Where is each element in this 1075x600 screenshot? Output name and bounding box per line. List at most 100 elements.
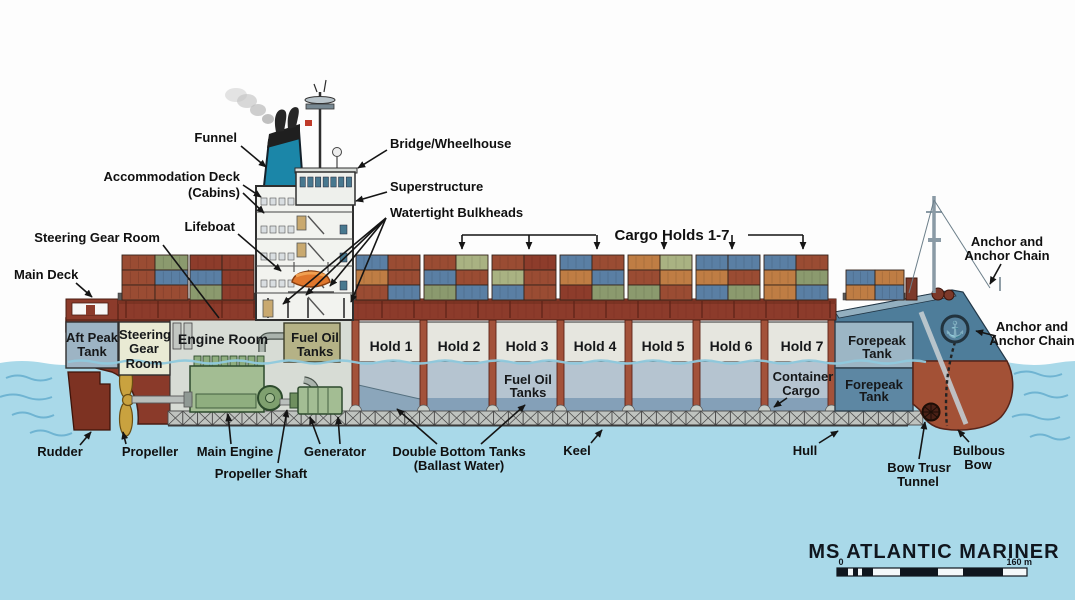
pipe — [259, 333, 288, 352]
bridge-window — [330, 176, 337, 188]
compartment-labels: Aft Peak Tank Steering Gear Room Engine … — [66, 327, 907, 404]
title-block: MS ATLANTIC MARINER 0 160 m — [808, 541, 1059, 577]
keel-brace — [197, 410, 213, 426]
steering-room-label: Steering — [119, 327, 171, 342]
hold-label: Hold 4 — [574, 338, 617, 354]
main-engine-label: Main Engine — [197, 444, 274, 459]
bridge-line — [357, 149, 388, 169]
container — [591, 284, 625, 301]
bulkhead — [760, 319, 769, 412]
keel-brace — [582, 410, 598, 426]
wave-line — [1023, 391, 1069, 399]
keel-brace — [626, 410, 642, 426]
smoke — [250, 104, 266, 116]
keel-brace — [789, 410, 805, 426]
steering-room-label: Gear — [129, 341, 159, 356]
door — [296, 242, 307, 258]
anchor-side-label: Anchor and — [996, 319, 1068, 334]
scale-segment — [853, 568, 858, 576]
keel-brace — [907, 410, 924, 426]
bridge-label: Bridge/Wheelhouse — [390, 136, 511, 151]
double-bottom-line — [396, 408, 438, 445]
anchor-top-line — [989, 263, 1002, 285]
lifeboat-label: Lifeboat — [184, 219, 235, 234]
keel-brace — [641, 410, 657, 426]
bulkhead-line — [305, 217, 387, 296]
deck-container-stacks — [121, 254, 905, 301]
scale-segment — [837, 568, 848, 576]
propeller-label: Propeller — [122, 444, 178, 459]
bow-thruster-label: Tunnel — [897, 474, 939, 489]
watertight-bulkheads-label: Watertight Bulkheads — [390, 205, 523, 220]
hold-label: Hold 7 — [781, 338, 824, 354]
door — [262, 299, 274, 318]
hatch-top-band — [118, 299, 836, 304]
diagram-title: MS ATLANTIC MARINER — [808, 541, 1059, 563]
wave-line — [11, 411, 55, 419]
propeller-line — [121, 431, 129, 445]
container — [795, 284, 829, 301]
steering-gear-line — [162, 244, 220, 319]
wave-line — [1029, 433, 1071, 441]
lashing-post — [117, 292, 123, 301]
radar-mast — [304, 79, 342, 172]
bridge-window — [307, 176, 314, 188]
bridge-window — [322, 176, 329, 188]
cabin-window — [269, 252, 277, 261]
wave-line — [1011, 413, 1061, 421]
keel-brace — [360, 410, 376, 426]
hold-lower-area — [352, 362, 835, 398]
waterline — [67, 359, 927, 365]
svg-text:⚓: ⚓ — [945, 320, 965, 339]
keel-brace — [863, 410, 879, 426]
duct — [183, 322, 193, 350]
double-bottom-tanks — [352, 398, 835, 411]
bow-mast — [908, 196, 1001, 294]
keel-brace — [596, 410, 613, 426]
aft-peak-label: Tank — [77, 344, 107, 359]
cabin-window — [269, 197, 277, 206]
keel-brace — [848, 410, 864, 426]
keel-brace — [182, 410, 198, 426]
container-cargo-label: Cargo — [782, 383, 820, 398]
scale-segment — [862, 568, 873, 576]
accommodation-line — [242, 184, 262, 198]
bulkhead — [556, 319, 565, 412]
smoke — [237, 94, 257, 108]
generator-line — [335, 416, 343, 445]
wave-line — [5, 374, 53, 382]
keel-brace — [685, 410, 702, 426]
generator — [289, 386, 343, 415]
stairs — [307, 215, 325, 316]
bulkhead — [692, 319, 701, 412]
wave-line — [1013, 370, 1063, 378]
hold-label: Hold 3 — [506, 338, 549, 354]
keel-brace — [522, 410, 539, 426]
keel-brace — [241, 410, 258, 426]
keel-brace — [345, 410, 361, 426]
superstructure-label: Superstructure — [390, 179, 483, 194]
wave-line — [0, 393, 53, 401]
cabin-window — [260, 225, 268, 234]
bulbous-bow-label: Bulbous — [953, 443, 1005, 458]
container-stack — [423, 254, 489, 301]
keel-brace — [419, 410, 435, 426]
callout-lines — [75, 145, 1002, 464]
hold-label: Hold 6 — [710, 338, 753, 354]
fuel-oil-tank-box — [283, 322, 341, 363]
generator-label: Generator — [304, 444, 366, 459]
forepeak-lower-label: Forepeak — [845, 377, 904, 392]
keel-brace — [374, 410, 391, 426]
bridge-window — [345, 176, 352, 188]
cargo-holds-area — [351, 321, 836, 411]
engine-room-label: Engine Room — [178, 331, 268, 347]
keel-brace — [892, 410, 909, 426]
steering-gear-room — [118, 321, 171, 376]
container — [154, 284, 189, 301]
signal-flag — [305, 120, 312, 126]
bulkhead — [827, 319, 836, 412]
duct — [172, 322, 182, 350]
porthole-window — [339, 224, 348, 235]
hold1-bilge — [354, 384, 420, 411]
keel-brace — [818, 410, 835, 426]
